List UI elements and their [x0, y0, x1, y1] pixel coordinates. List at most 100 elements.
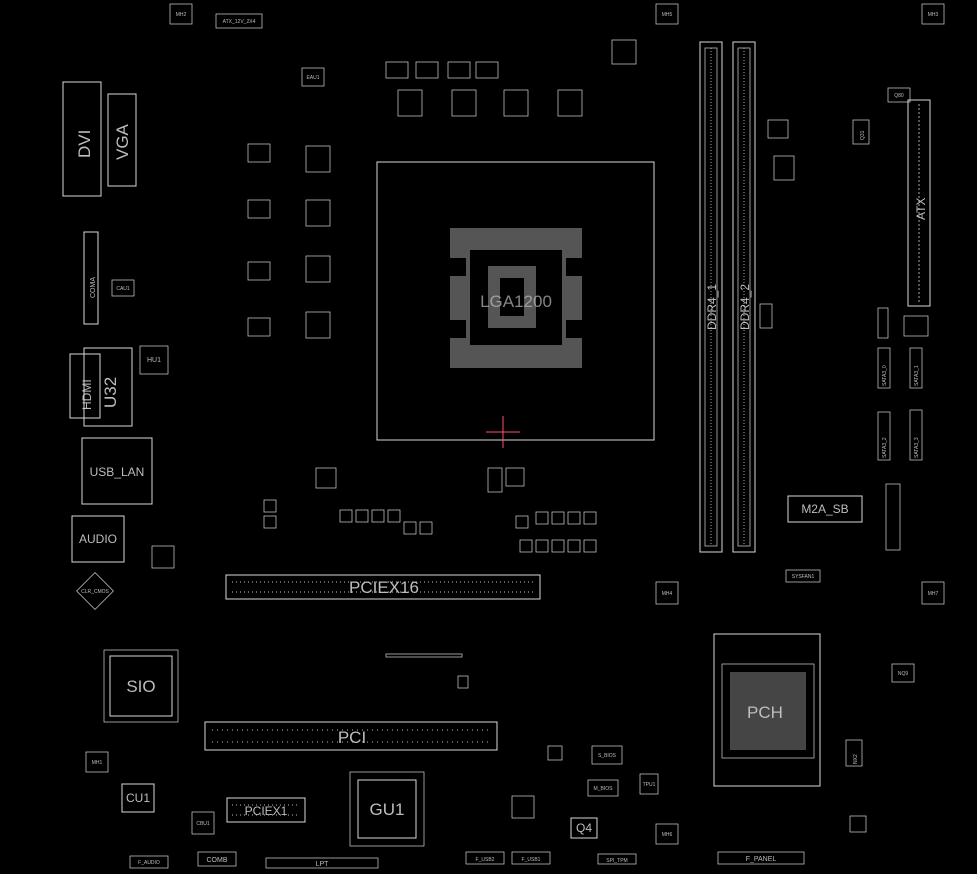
mh1-label: MH1: [92, 760, 103, 766]
usb-lan-label: USB_LAN: [90, 465, 145, 479]
mh7-label: MH7: [928, 591, 939, 597]
cu1-chip[interactable]: CU1: [121, 783, 155, 813]
pch-label: PCH: [747, 703, 783, 722]
gu1-chip[interactable]: GU1: [349, 771, 425, 847]
cbu1-component[interactable]: CBU1: [191, 811, 215, 835]
m2a-sb-label: M2A_SB: [801, 502, 848, 516]
component-field: [151, 303, 929, 833]
pcie-x1-label: PCIEX1: [245, 804, 288, 818]
f-audio-header[interactable]: F_AUDIO: [129, 855, 169, 869]
sata3-3-label: SATA3_3: [914, 437, 920, 458]
pcie-x16-slot[interactable]: PCIEX16: [225, 574, 541, 600]
sys-bios-chip[interactable]: S_BIOS: [591, 745, 623, 765]
atx-12v-header[interactable]: ATX_12V_2X4: [215, 13, 263, 29]
sio-chip[interactable]: SIO: [103, 649, 179, 723]
mh6-label: MH6: [662, 832, 673, 838]
cpu-socket-label: LGA1200: [480, 292, 552, 311]
eau1-component[interactable]: EAU1: [301, 67, 325, 87]
dvi-port[interactable]: DVI: [62, 81, 102, 197]
sata3-2-label: SATA3_2: [882, 437, 888, 458]
tpu1-component[interactable]: TPU1: [639, 773, 659, 795]
vrm-section: [247, 39, 795, 339]
f-usb1-label: F_USB1: [522, 857, 541, 863]
hdmi-label: HDMI: [80, 379, 94, 410]
sata3-3-port[interactable]: SATA3_3: [909, 409, 923, 461]
cpu-pad-array: [450, 228, 582, 368]
sata3-0-port[interactable]: SATA3_0: [877, 347, 891, 389]
cu1-label: CU1: [126, 791, 150, 805]
comb-header[interactable]: COMB: [197, 851, 237, 867]
pci-slot[interactable]: PCI: [204, 721, 498, 751]
spi-tpm-header[interactable]: SPI_TPM: [597, 853, 637, 865]
usb-lan-port[interactable]: USB_LAN: [81, 437, 153, 505]
mount-hole-mh1: MH1: [85, 751, 109, 773]
lpt-header[interactable]: LPT: [265, 857, 379, 869]
vga-label: VGA: [113, 123, 132, 160]
mount-hole-mh3: MH3: [921, 3, 945, 25]
hu1-component[interactable]: HU1: [139, 345, 169, 375]
u32-label: U32: [101, 377, 120, 408]
hdmi-port[interactable]: HDMI: [69, 353, 101, 419]
mount-hole-mh5: MH5: [655, 3, 679, 25]
vga-port[interactable]: VGA: [107, 93, 137, 187]
sio-label: SIO: [126, 677, 155, 696]
audio-label: AUDIO: [79, 532, 117, 546]
sysfan-header[interactable]: SYSFAN1: [785, 569, 821, 583]
main-bios-label: M_BIOS: [594, 786, 614, 792]
cbu1-label: CBU1: [196, 821, 210, 827]
dimm-slot-2[interactable]: DDR4_2: [732, 41, 756, 553]
nq9-component[interactable]: NQ9: [891, 663, 915, 683]
spi-tpm-label: SPI_TPM: [606, 858, 627, 864]
nx2-label: NX2: [853, 754, 859, 764]
m2-slot[interactable]: M2A_SB: [787, 495, 863, 523]
f-panel-header[interactable]: F_PANEL: [717, 851, 805, 865]
sata3-1-port[interactable]: SATA3_1: [909, 347, 923, 389]
hu1-label: HU1: [147, 357, 161, 364]
sata3-0-label: SATA3_0: [882, 365, 888, 386]
f-panel-label: F_PANEL: [746, 856, 777, 863]
clr-cmos-jumper[interactable]: CLR_CMOS: [76, 572, 114, 610]
mount-hole-mh6: MH6: [655, 823, 679, 845]
gu1-label: GU1: [370, 800, 405, 819]
f-usb2-header[interactable]: F_USB2: [465, 851, 505, 865]
ddr4-1-label: DDR4_1: [705, 284, 719, 330]
sysfan-label: SYSFAN1: [792, 574, 815, 580]
atx-label: ATX: [914, 198, 928, 220]
f-usb1-header[interactable]: F_USB1: [511, 851, 551, 865]
pcie-x16-label: PCIEX16: [349, 578, 419, 597]
mount-hole-mh7: MH7: [921, 581, 945, 605]
dimm-slot-1[interactable]: DDR4_1: [699, 41, 723, 553]
q4-component[interactable]: Q4: [570, 817, 598, 839]
coma-label: COMA: [90, 277, 97, 298]
u32-port[interactable]: U32: [83, 347, 133, 427]
tpu1-label: TPU1: [643, 782, 656, 788]
q31-label: Q31: [860, 130, 866, 140]
q4-label: Q4: [576, 821, 592, 835]
pcie-x1-slot[interactable]: PCIEX1: [226, 797, 306, 823]
com-a-header[interactable]: COMA: [83, 231, 99, 325]
mount-hole-mh4: MH4: [655, 581, 679, 605]
atx-power-connector[interactable]: ATX: [907, 99, 931, 307]
f-usb2-label: F_USB2: [476, 857, 495, 863]
atx-12v-label: ATX_12V_2X4: [223, 19, 256, 25]
q80-label: Q80: [894, 93, 904, 99]
main-bios-chip[interactable]: M_BIOS: [587, 779, 619, 797]
audio-jack[interactable]: AUDIO: [71, 515, 125, 563]
sata3-1-label: SATA3_1: [914, 365, 920, 386]
cau1-component[interactable]: CAU1: [111, 279, 135, 297]
pch-chip[interactable]: PCH: [713, 633, 821, 787]
q80-component[interactable]: Q80: [887, 87, 911, 103]
mh4-label: MH4: [662, 591, 673, 597]
nx2-component[interactable]: NX2: [845, 739, 863, 767]
nq9-label: NQ9: [898, 671, 909, 677]
sata3-2-port[interactable]: SATA3_2: [877, 411, 891, 461]
dvi-label: DVI: [75, 130, 94, 158]
cau1-label: CAU1: [116, 286, 130, 292]
pci-label: PCI: [338, 728, 366, 747]
cpu-socket[interactable]: LGA1200: [376, 161, 655, 448]
sys-bios-label: S_BIOS: [598, 753, 617, 759]
mh3-label: MH3: [928, 12, 939, 18]
q31-component[interactable]: Q31: [852, 119, 870, 145]
mh5-label: MH5: [662, 12, 673, 18]
